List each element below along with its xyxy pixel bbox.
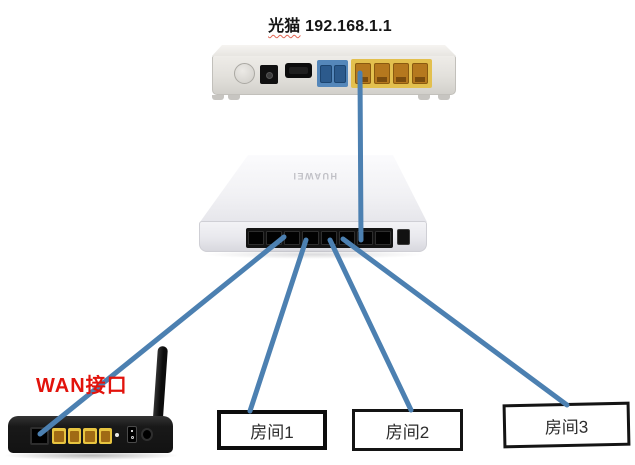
switch-rear-panel: [199, 221, 427, 252]
modem-lan-port-1: [355, 63, 371, 84]
router-power-switch: [127, 426, 137, 443]
modem-lan-port-4: [412, 63, 428, 84]
modem-lan-port-3: [393, 63, 409, 84]
router-wan-port: [30, 427, 49, 445]
modem-top-bevel: [212, 45, 456, 56]
room-box-1: 房间1: [217, 410, 327, 450]
optical-modem: [212, 45, 456, 103]
router-power-jack: [141, 428, 153, 441]
cable-switch-to-room3: [340, 236, 570, 408]
switch-port-5: [320, 231, 337, 245]
modem-rear-panel: [212, 56, 456, 95]
router-lan-port-1: [52, 428, 66, 444]
room-label: 房间3: [544, 417, 589, 437]
switch-port-strip: [246, 228, 393, 248]
switch-port-7: [356, 231, 373, 245]
router-lan-port-3: [83, 428, 97, 444]
switch-shadow: [203, 250, 425, 259]
switch-port-2: [266, 231, 283, 245]
modem-power-button: [234, 63, 255, 84]
modem-ip-label: 192.168.1.1: [305, 18, 392, 35]
cable-switch-to-room2: [327, 237, 414, 413]
switch-port-8: [374, 231, 391, 245]
modem-foot: [212, 95, 224, 100]
router-reset-button: [115, 433, 119, 437]
huawei-logo: HUAWEI: [291, 171, 337, 181]
switch-port-3: [284, 231, 301, 245]
room-label: 房间1: [250, 422, 294, 442]
modem-phone-port: [319, 64, 332, 83]
router-lan-port-group: [52, 428, 112, 444]
modem-lan-port-2: [374, 63, 390, 84]
modem-phone-port-group: [317, 60, 348, 87]
room-label: 房间2: [385, 422, 430, 442]
modem-name-label: 光猫: [268, 18, 301, 35]
switch-top-surface: HUAWEI: [200, 155, 427, 222]
cable-switch-to-room1: [247, 237, 309, 414]
modem-power-jack: [260, 65, 278, 84]
switch-power-port: [397, 229, 410, 245]
wan-port-label: WAN接口: [36, 375, 128, 397]
modem-foot: [228, 95, 240, 100]
diagram-title: 光猫 192.168.1.1: [0, 12, 635, 36]
router-shadow: [5, 451, 177, 460]
router-rear-panel: [8, 416, 173, 453]
modem-phone-port: [333, 64, 346, 83]
switch-port-4: [302, 231, 319, 245]
modem-lan-port-group: [351, 59, 432, 88]
router-lan-port-2: [67, 428, 81, 444]
router-lan-port-4: [98, 428, 112, 444]
room-box-2: 房间2: [352, 409, 463, 451]
modem-foot: [418, 95, 430, 100]
switch-port-1: [248, 231, 265, 245]
switch-port-6: [338, 231, 355, 245]
huawei-switch: HUAWEI: [198, 155, 430, 259]
modem-usb-port: [285, 63, 312, 78]
wireless-router: [5, 342, 183, 464]
modem-foot: [438, 95, 450, 100]
room-box-3: 房间3: [502, 401, 631, 449]
